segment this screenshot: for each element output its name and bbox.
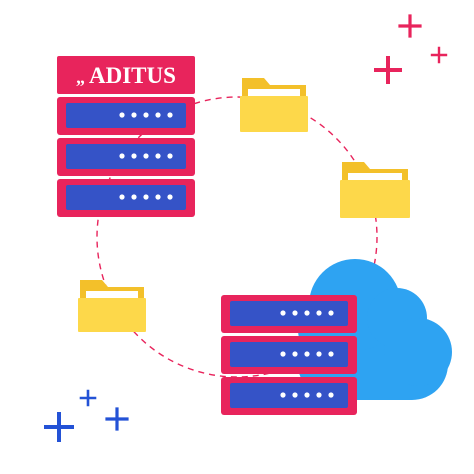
server-slot (66, 185, 186, 210)
plus-icon (374, 14, 448, 84)
server-slot (66, 144, 186, 169)
folder-icon (340, 162, 410, 218)
server-slot (230, 383, 348, 408)
server-leds (119, 112, 173, 200)
folder-icon (78, 280, 146, 332)
server-slot (230, 301, 348, 326)
server-slot (230, 342, 348, 367)
server-main: „ ADITUS (57, 56, 195, 217)
plus-icon (44, 389, 129, 442)
logo-mark: „ (76, 67, 85, 87)
server-secondary (221, 295, 357, 415)
server-logo-panel (57, 56, 195, 94)
brand-logo-text: ADITUS (89, 63, 176, 88)
folder-icon (240, 78, 308, 132)
dashed-connector (96, 96, 378, 378)
server-slot (66, 103, 186, 128)
server-leds (280, 310, 334, 398)
